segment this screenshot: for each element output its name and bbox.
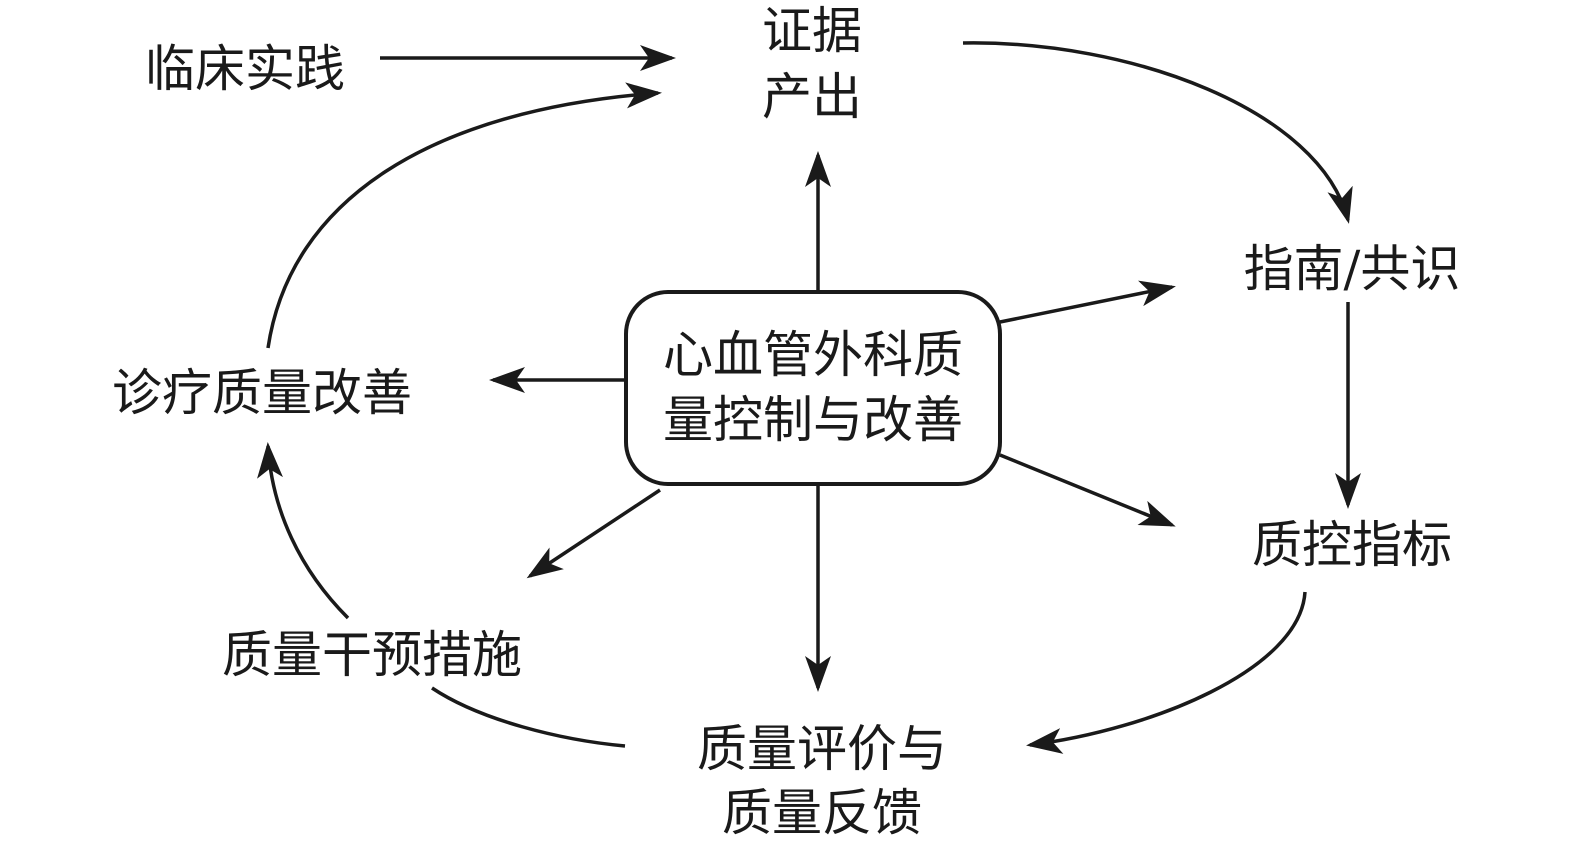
arrow-center-to-guidelines <box>999 280 1176 324</box>
node-guidelines: 指南/共识 <box>1244 240 1461 298</box>
node-clinical-practice: 临床实践 <box>145 40 345 98</box>
arrow-evidence-to-guidelines <box>962 41 1353 224</box>
center-node-label-line2: 量控制与改善 <box>663 391 963 449</box>
node-evidence-line2: 产出 <box>762 68 862 126</box>
arrow-interventions-to-improvement <box>257 442 350 620</box>
arrow-center-to-indicators <box>999 453 1176 527</box>
arrow-indicators-to-evaluation <box>1026 591 1307 754</box>
node-evaluation-line1: 质量评价与 <box>697 720 947 778</box>
center-node-label-line1: 心血管外科质 <box>663 326 963 384</box>
center-node-box <box>624 290 1002 486</box>
node-interventions: 质量干预措施 <box>222 626 522 684</box>
node-evidence-line1: 证据 <box>762 2 862 60</box>
arrow-center-to-interventions <box>526 488 661 579</box>
arrow-evaluation-to-interventions <box>431 686 626 748</box>
arrow-improvement-to-evidence <box>266 82 662 349</box>
node-evaluation-line2: 质量反馈 <box>722 784 922 842</box>
node-improvement: 诊疗质量改善 <box>112 364 412 422</box>
node-qc-indicators: 质控指标 <box>1252 516 1452 574</box>
